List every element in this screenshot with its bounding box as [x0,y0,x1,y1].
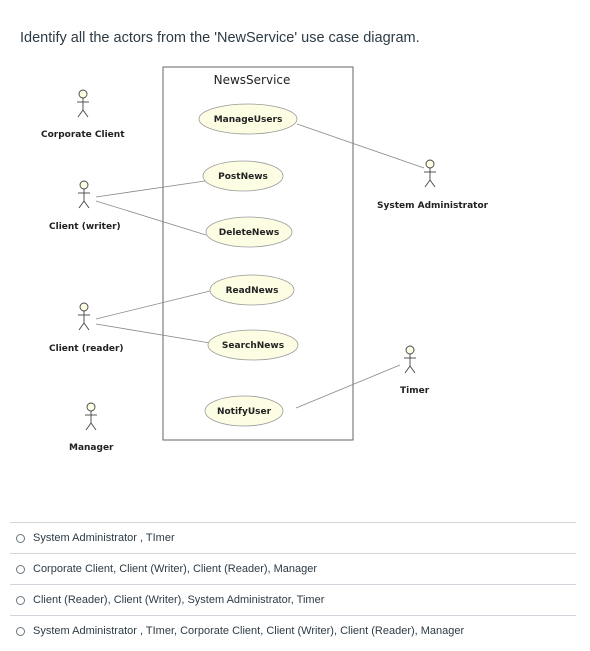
actor-label-client-reader: Client (reader) [49,344,124,354]
use-case-readnews [209,274,295,306]
radio-button[interactable] [16,626,25,636]
answer-option-label: Corporate Client, Client (Writer), Clien… [33,563,318,575]
radio-button[interactable] [16,564,25,574]
use-case-diagram: NewsService ManageUsers PostNews DeleteN… [41,66,489,453]
use-case-searchnews [207,329,299,361]
question-text: Identify all the actors from the 'NewSer… [20,30,420,46]
actor-corporate-client-icon [77,89,89,118]
answer-option-4[interactable]: System Administrator , TImer, Corporate … [10,615,576,646]
use-case-label-readnews: ReadNews [226,286,279,296]
actor-client-reader-icon [78,302,90,331]
assoc-reader-searchnews [95,323,211,344]
answer-option-3[interactable]: Client (Reader), Client (Writer), System… [10,584,576,615]
assoc-writer-deletenews [95,200,207,236]
answer-option-2[interactable]: Corporate Client, Client (Writer), Clien… [10,553,576,584]
answer-options: System Administrator , TImer Corporate C… [10,522,576,646]
actor-client-writer-icon [78,180,90,209]
assoc-admin-manageusers [296,123,425,169]
assoc-reader-readnews [95,290,211,320]
answer-option-label: System Administrator , TImer, Corporate … [33,625,465,637]
actor-label-system-administrator: System Administrator [377,201,489,211]
actor-label-client-writer: Client (writer) [49,222,121,232]
use-case-label-notifyuser: NotifyUser [217,407,272,417]
use-case-notifyuser [204,395,284,427]
use-case-label-deletenews: DeleteNews [219,228,279,238]
assoc-writer-postnews [95,180,206,198]
answer-option-1[interactable]: System Administrator , TImer [10,522,576,553]
answer-option-label: System Administrator , TImer [33,532,175,544]
radio-button[interactable] [16,533,25,543]
use-case-label-manageusers: ManageUsers [214,115,283,125]
actor-system-administrator-icon [424,159,436,188]
use-case-deletenews [205,216,293,248]
use-case-label-searchnews: SearchNews [222,341,284,351]
assoc-timer-notifyuser [295,364,401,409]
actor-label-corporate-client: Corporate Client [41,130,125,140]
actor-manager-icon [85,402,97,431]
actor-label-timer: Timer [400,386,430,396]
use-case-postnews [202,160,284,192]
use-case-label-postnews: PostNews [218,172,268,182]
actor-timer-icon [404,345,416,374]
answer-option-label: Client (Reader), Client (Writer), System… [33,594,325,606]
system-title: NewsService [214,73,291,87]
use-case-manageusers [198,103,298,135]
system-boundary [162,66,354,441]
actor-label-manager: Manager [69,443,114,453]
radio-button[interactable] [16,595,25,605]
